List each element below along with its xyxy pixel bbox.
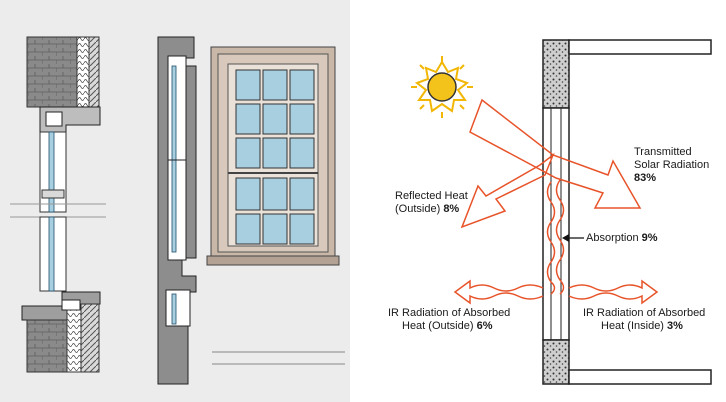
transmitted-line1: Transmitted: [634, 146, 692, 158]
absorption-value: 9%: [641, 232, 658, 244]
ir-inside-line1: IR Radiation of Absorbed: [583, 307, 706, 319]
wall-section: [542, 39, 712, 385]
window-elevation-drawing: [206, 46, 345, 365]
ir-outside-value: 6%: [476, 320, 493, 332]
ir-inside-value: 3%: [667, 320, 683, 332]
absorption-wave: [546, 179, 565, 295]
ir-outside-line2: Heat (Outside): [402, 320, 474, 332]
lower-stud: [80, 303, 100, 373]
sun-icon: [411, 56, 473, 118]
ir-outside-wave: [453, 279, 544, 305]
absorption-text: Absorption: [586, 232, 639, 244]
upper-glass: [48, 131, 55, 213]
ir-outside-line1: IR Radiation of Absorbed: [388, 307, 511, 319]
wall-section-drawing: [10, 36, 106, 373]
window-frame: [542, 107, 570, 341]
ir-inside-label: IR Radiation of Absorbed Heat (Inside) 3…: [583, 307, 705, 333]
absorption-pointer: [562, 234, 584, 242]
ir-inside-line2: Heat (Inside): [601, 320, 664, 332]
reflected-line1: Reflected Heat: [395, 190, 468, 202]
reflected-label: Reflected Heat (Outside) 8%: [395, 190, 468, 216]
upper-floor-slab: [568, 39, 712, 55]
transmitted-solar-arrow: [469, 98, 642, 209]
upper-insulation: [76, 36, 90, 108]
lower-floor-slab: [568, 369, 712, 385]
lower-brick-wall: [26, 319, 68, 373]
transmitted-line2: Solar Radiation: [634, 159, 710, 171]
lower-glass: [48, 216, 55, 292]
ir-outside-label: IR Radiation of Absorbed Heat (Outside) …: [388, 307, 510, 333]
upper-wall-block: [542, 39, 570, 109]
transmitted-label: Transmitted Solar Radiation 83%: [634, 146, 709, 185]
upper-brick-wall: [26, 36, 78, 108]
jamb-frame: [167, 55, 187, 261]
reflected-line2: (Outside): [395, 203, 441, 215]
absorption-label: Absorption 9%: [586, 232, 658, 245]
lower-wall-block: [542, 339, 570, 385]
reflected-value: 8%: [443, 203, 460, 215]
reflected-heat-arrow: [460, 152, 555, 229]
jamb-section-drawing: [157, 36, 197, 385]
transmitted-value: 83%: [634, 172, 657, 184]
lower-insulation: [66, 309, 82, 373]
lower-panes: [235, 177, 315, 245]
jamb-glass: [171, 65, 177, 253]
upper-panes: [235, 69, 315, 169]
ir-inside-wave: [568, 279, 659, 305]
window-sill-elevation: [206, 255, 340, 266]
upper-stud: [88, 36, 100, 118]
